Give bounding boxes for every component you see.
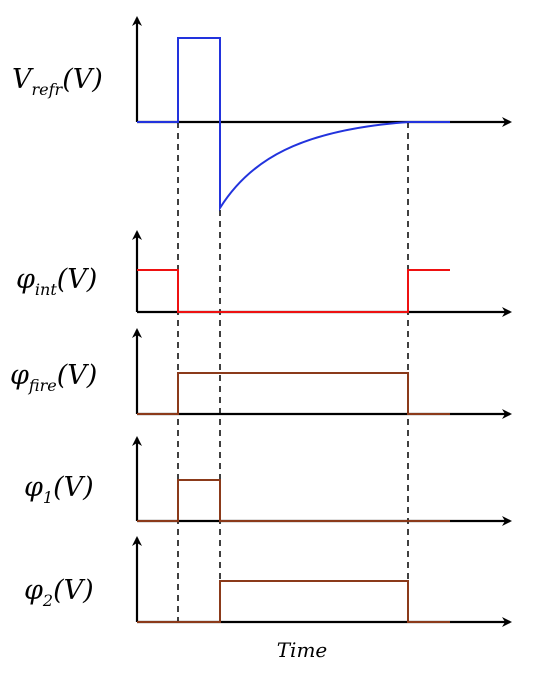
panel-phi-int: φint(V) bbox=[16, 230, 512, 317]
vrefr-label-base: V bbox=[12, 64, 34, 95]
phi-int-label-unit: (V) bbox=[57, 264, 98, 295]
phi-int-waveform bbox=[137, 269, 450, 313]
phi-fire-waveform bbox=[137, 372, 450, 415]
phi-1-waveform bbox=[137, 479, 450, 522]
phi-2-label-sub: 2 bbox=[42, 591, 53, 610]
phi-1-label-base: φ bbox=[24, 472, 43, 503]
phi-int-label-base: φ bbox=[16, 264, 35, 295]
panel-phi-fire: φfire(V) bbox=[10, 328, 512, 419]
phi-2-label-base: φ bbox=[24, 575, 43, 606]
phi-2-label-unit: (V) bbox=[53, 575, 94, 606]
vrefr-label: Vrefr(V) bbox=[12, 64, 103, 99]
phi-int-label-sub: int bbox=[35, 280, 57, 299]
phi-1-label-sub: 1 bbox=[43, 488, 53, 507]
vrefr-label-sub: refr bbox=[32, 80, 64, 99]
phi-2-label: φ2(V) bbox=[24, 575, 94, 610]
phi-fire-label: φfire(V) bbox=[10, 360, 97, 395]
phi-fire-label-unit: (V) bbox=[57, 360, 98, 391]
vrefr-label-unit: (V) bbox=[62, 64, 103, 95]
phi-2-waveform bbox=[137, 580, 450, 623]
panel-vrefr: Vrefr(V) bbox=[12, 16, 512, 212]
panel-phi-2: φ2(V) bbox=[24, 536, 512, 627]
phi-int-label: φint(V) bbox=[16, 264, 97, 299]
vrefr-waveform bbox=[137, 37, 450, 212]
panel-phi-1: φ1(V) bbox=[24, 436, 512, 526]
phi-1-label: φ1(V) bbox=[24, 472, 94, 507]
phi-fire-label-base: φ bbox=[10, 360, 29, 391]
time-axis-label: Time bbox=[277, 638, 328, 662]
phi-1-label-unit: (V) bbox=[53, 472, 94, 503]
phi-fire-label-sub: fire bbox=[28, 376, 57, 395]
